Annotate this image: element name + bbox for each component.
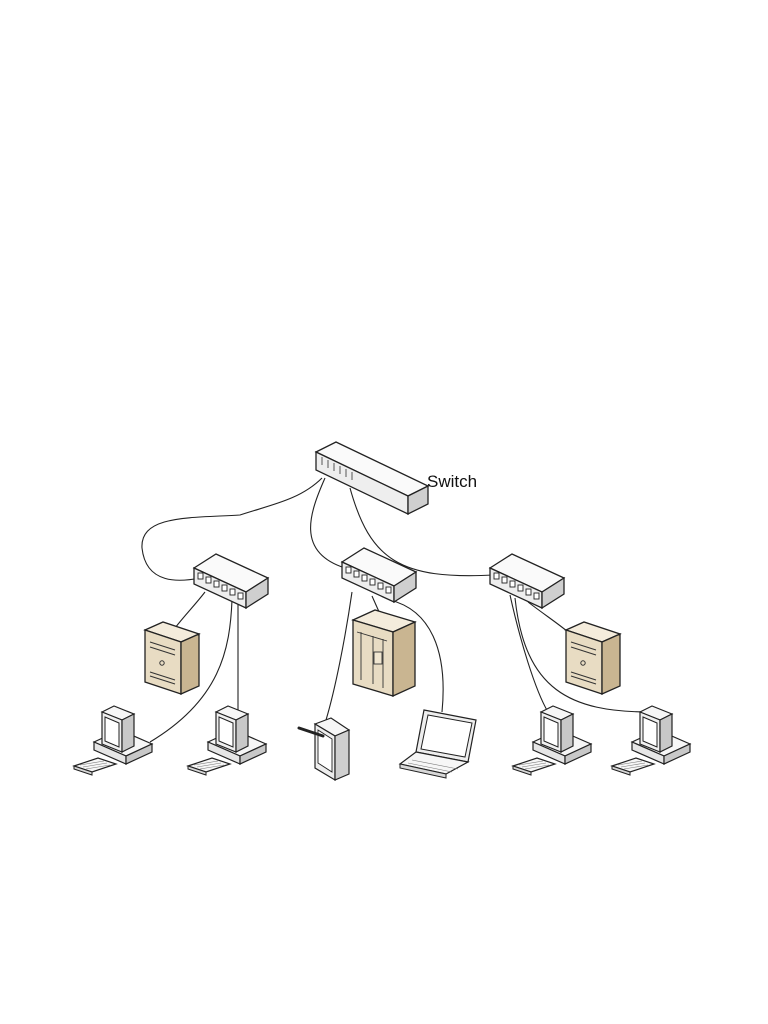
link-switch-left-to-pc-1 bbox=[149, 599, 233, 743]
link-switch-right-to-pc-4 bbox=[514, 597, 651, 713]
access-switch-right bbox=[489, 553, 565, 609]
workstation-3 bbox=[512, 705, 592, 776]
server-cabinet-center bbox=[352, 609, 416, 697]
link-switch-right-to-server-right bbox=[527, 601, 569, 633]
server-left bbox=[144, 621, 200, 695]
link-switch-center-to-pda bbox=[325, 591, 353, 721]
workstation-1 bbox=[73, 705, 153, 776]
core-switch-label: Switch bbox=[427, 472, 477, 491]
link-switch-left-to-server-left bbox=[174, 591, 206, 629]
access-switch-center bbox=[341, 547, 417, 603]
pda-device bbox=[297, 716, 351, 782]
link-core-to-switch-right bbox=[349, 487, 495, 577]
link-switch-center-to-laptop bbox=[389, 599, 444, 713]
workstation-4 bbox=[611, 705, 691, 776]
link-switch-right-to-pc-3 bbox=[509, 594, 549, 713]
server-right bbox=[565, 621, 621, 695]
workstation-2 bbox=[187, 705, 267, 776]
link-core-to-switch-left bbox=[141, 477, 323, 581]
core-switch bbox=[315, 441, 429, 515]
link-core-to-switch-center bbox=[310, 477, 346, 569]
laptop bbox=[399, 709, 477, 779]
network-links bbox=[141, 477, 651, 743]
access-switch-left bbox=[193, 553, 269, 609]
